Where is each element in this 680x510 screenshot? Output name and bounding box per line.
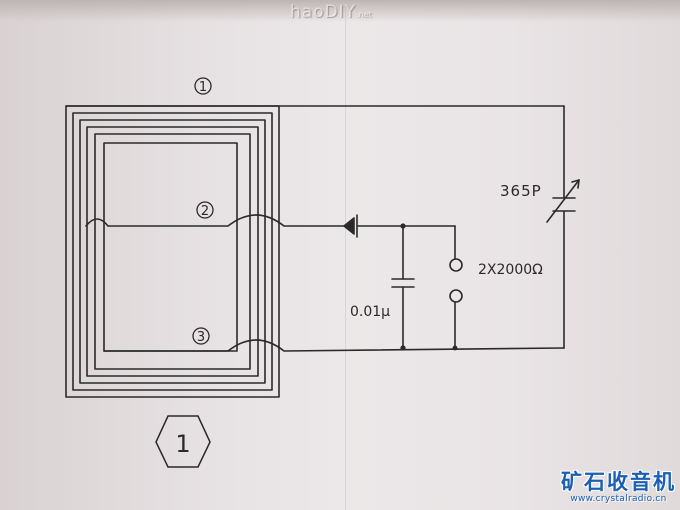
coil-turn: [86, 126, 259, 377]
variable-capacitor-label: 365P: [500, 182, 542, 200]
watermark-main: haoDIY: [290, 2, 357, 22]
terminal-1-circle: [194, 77, 212, 95]
phones-jack-top: [449, 258, 463, 272]
terminal-2-label: 2: [201, 204, 209, 219]
terminal-3-label: 3: [197, 330, 205, 345]
brand-url: www.crystalradio.cn: [570, 494, 667, 504]
brand-watermark: 矿石收音机 www.crystalradio.cn: [561, 470, 676, 504]
watermark: haoDIY.net: [290, 2, 372, 22]
terminal-1-label: 1: [199, 80, 207, 95]
headphones-label: 2X2000Ω: [478, 262, 543, 278]
paper-fold: [344, 0, 346, 510]
tap-2-wire: [85, 214, 345, 227]
top-shadow: [0, 0, 680, 22]
fixed-capacitor-label: 0.01μ: [350, 304, 390, 320]
fixed-capacitor: [391, 225, 415, 349]
brand-name: 矿石收音机: [561, 470, 676, 494]
junction-dot: [452, 345, 458, 351]
junction-dot: [400, 223, 406, 229]
variable-capacitor: [546, 179, 580, 223]
cap-arrow-head: [571, 179, 580, 189]
loop-antenna-coil: [65, 105, 280, 398]
figure-number-label: 1: [175, 430, 190, 458]
tap-3-wire: [103, 339, 565, 352]
detector-diode: [343, 214, 358, 238]
coil-turn: [65, 105, 280, 398]
headphones: [449, 225, 463, 349]
coil-turn: [72, 112, 273, 391]
coil-turn: [103, 142, 238, 352]
diode-triangle: [343, 217, 355, 235]
watermark-suffix: .net: [356, 10, 372, 19]
terminal-3-circle: [192, 327, 210, 345]
junction-dot: [400, 345, 406, 351]
phones-jack-bottom: [449, 289, 463, 303]
terminal-2-circle: [196, 201, 214, 219]
cap-arrow: [546, 179, 580, 223]
figure-number-hexagon: [155, 415, 211, 468]
coil-turn: [94, 133, 251, 370]
coil-turn: [79, 119, 266, 384]
